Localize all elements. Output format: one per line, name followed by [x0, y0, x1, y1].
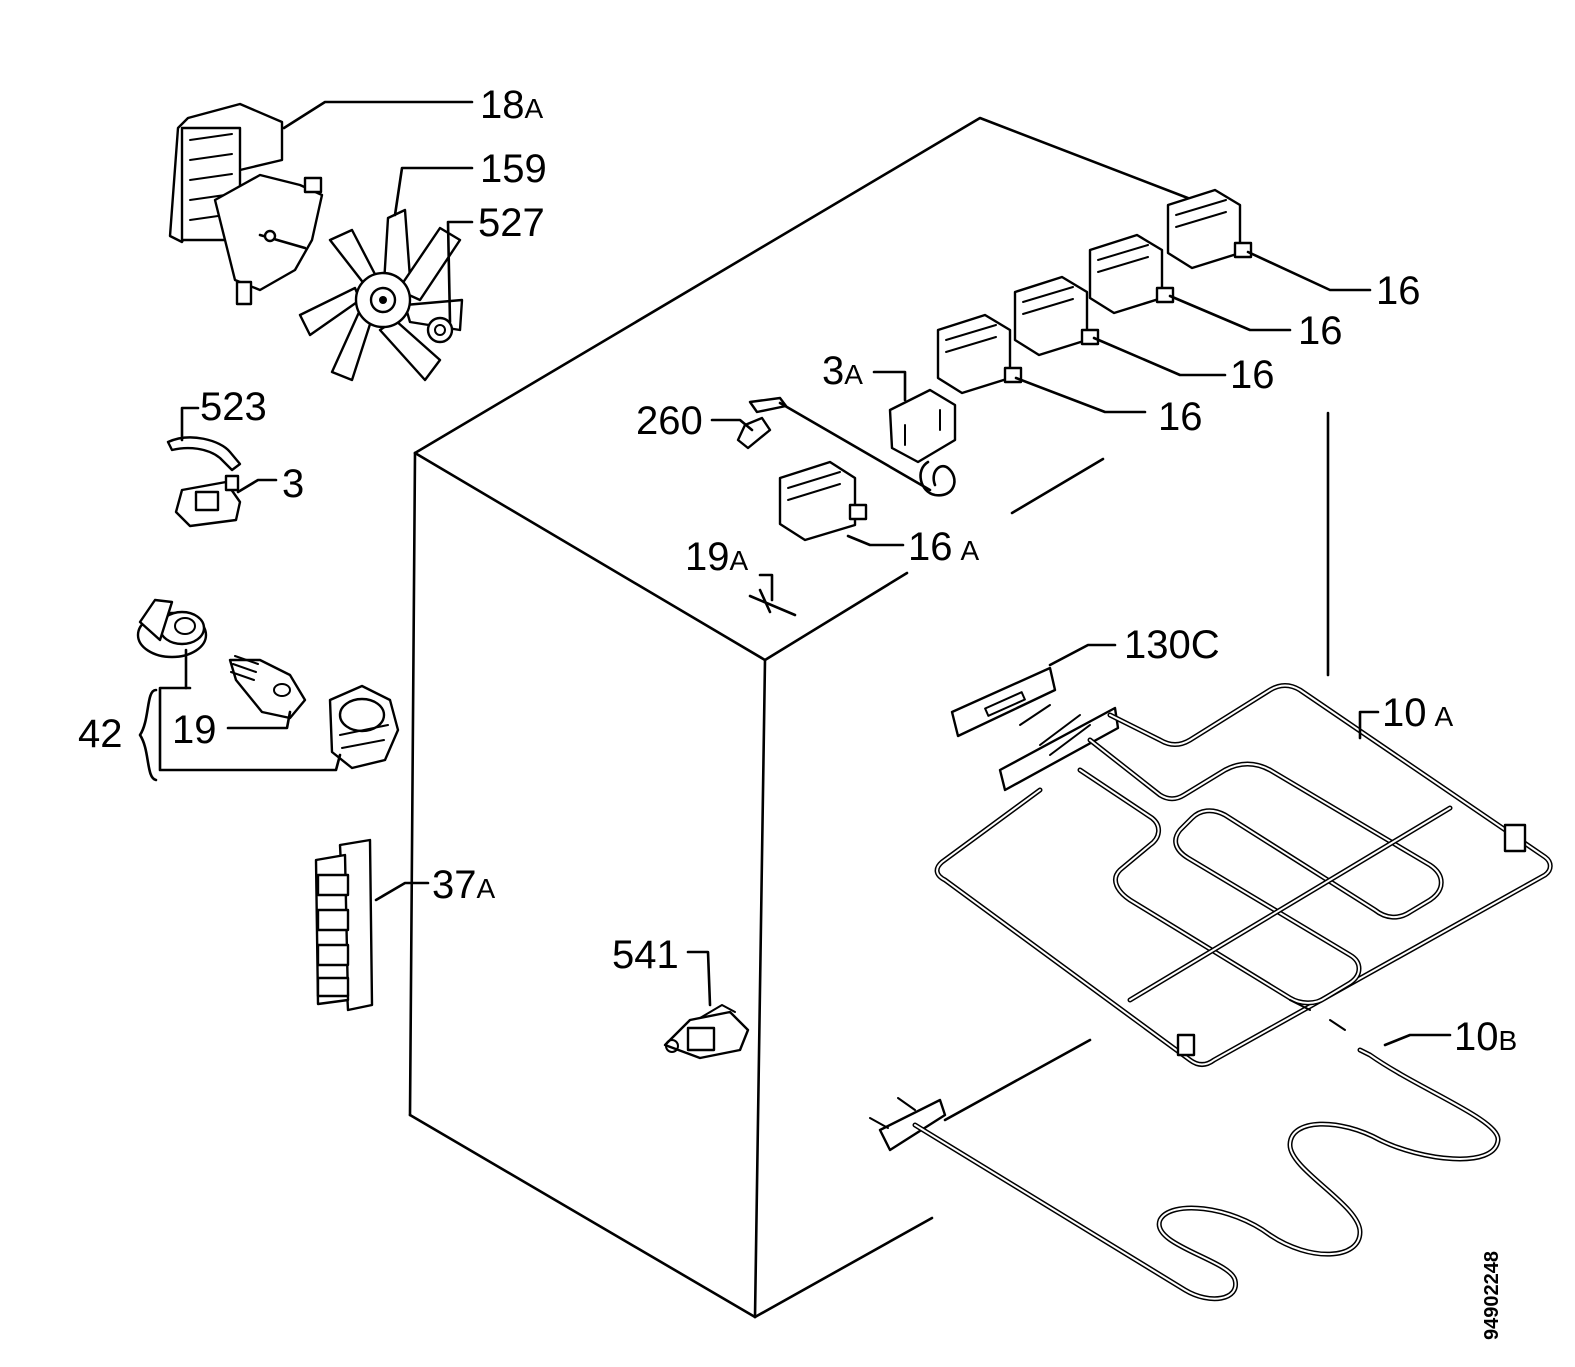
- drawing-number: 94902248: [1481, 1251, 1503, 1340]
- door-switch-541: [663, 1004, 750, 1060]
- label-159: 159: [480, 147, 547, 191]
- clip-523: [166, 436, 242, 472]
- base-element-10b: [869, 999, 1501, 1302]
- brace-42: [138, 688, 158, 782]
- wire-19a: [748, 588, 797, 617]
- bracket-130c: [950, 666, 1120, 792]
- thermostat-3: [174, 474, 242, 528]
- switch-16a: [778, 460, 868, 542]
- terminal-block-37a: [314, 838, 374, 1012]
- lamp-holder-42: [136, 598, 208, 659]
- label-3: 3: [282, 462, 304, 506]
- label-260: 260: [636, 399, 703, 443]
- label-16-2: 16: [1230, 353, 1275, 397]
- label-3a: 3A: [822, 349, 863, 393]
- label-16-1: 16: [1158, 395, 1203, 439]
- switch-16-4: [1166, 188, 1253, 270]
- label-18a: 18A: [480, 83, 544, 127]
- leader-lines: [158, 100, 1452, 1047]
- label-10b: 10B: [1454, 1015, 1517, 1059]
- fan-blade-159: [298, 208, 464, 382]
- label-523: 523: [200, 385, 267, 429]
- part-labels: 18A 159 527 523 3 42 19 37A 541 260 3A 1…: [78, 83, 1517, 1340]
- grill-element-10a: [934, 683, 1553, 1067]
- label-16-4: 16: [1376, 269, 1421, 313]
- fan-motor-18a: [168, 102, 324, 306]
- label-37a: 37A: [432, 863, 496, 907]
- label-19: 19: [172, 708, 217, 752]
- label-130c: 130C: [1124, 623, 1220, 667]
- label-19a: 19A: [685, 535, 749, 579]
- oven-cabinet: [408, 116, 1330, 1319]
- switch-16-1: [936, 313, 1023, 395]
- lamp-bulb-19: [228, 655, 307, 720]
- label-16-3: 16: [1298, 309, 1343, 353]
- label-541: 541: [612, 933, 679, 977]
- switch-16-2: [1013, 275, 1100, 357]
- switch-16-3: [1088, 233, 1175, 315]
- thermal-cutout-3a: [888, 388, 957, 497]
- lamp-cover-42: [328, 684, 400, 770]
- label-527: 527: [478, 201, 545, 245]
- sensor-probe-260: [736, 396, 932, 492]
- label-42: 42: [78, 712, 123, 756]
